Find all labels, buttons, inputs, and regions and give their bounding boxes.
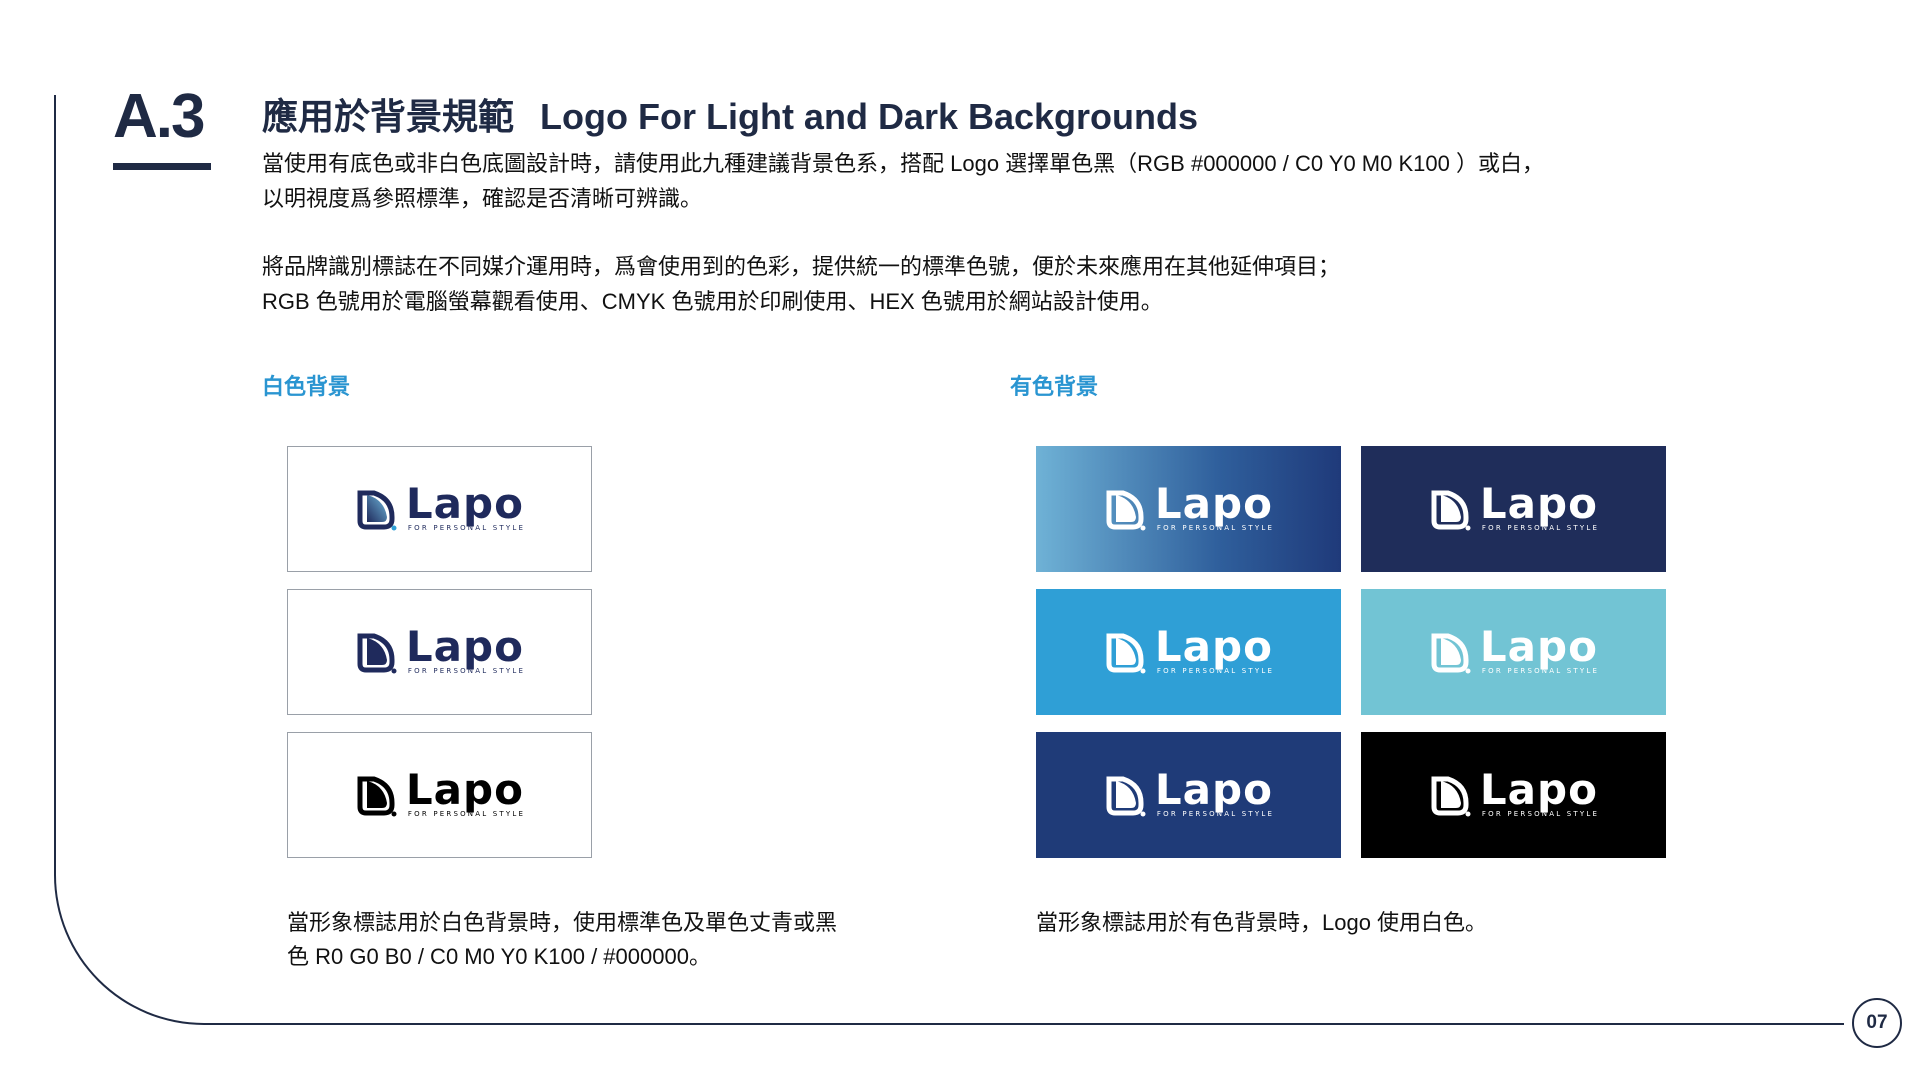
lapo-mark-icon	[1431, 490, 1471, 531]
lapo-logo: Lapo FOR PERSONAL STYLE	[1428, 622, 1600, 675]
intro-paragraph-2: 將品牌識別標誌在不同媒介運用時，爲會使用到的色彩，提供統一的標準色號，便於未來應…	[262, 249, 1340, 319]
lapo-wordmark: Lapo	[405, 622, 524, 671]
lapo-logo: Lapo FOR PERSONAL STYLE	[1103, 765, 1275, 818]
white-background-caption: 當形象標誌用於白色背景時，使用標準色及單色丈青或黑 色 R0 G0 B0 / C…	[287, 906, 887, 974]
color-card-gradient: Lapo FOR PERSONAL STYLE	[1036, 446, 1341, 572]
lapo-logo: Lapo FOR PERSONAL STYLE	[354, 765, 526, 818]
white-card-standard: Lapo FOR PERSONAL STYLE	[287, 446, 592, 572]
lapo-wordmark: Lapo	[1154, 765, 1273, 814]
white-card-black: Lapo FOR PERSONAL STYLE	[287, 732, 592, 858]
color-background-heading: 有色背景	[1010, 374, 1099, 399]
intro-paragraph-1-line-2: 以明視度爲參照標準，確認是否清晰可辨識。	[262, 186, 703, 211]
lapo-tagline: FOR PERSONAL STYLE	[407, 810, 526, 818]
section-number-underline	[113, 163, 211, 170]
lapo-logo: Lapo FOR PERSONAL STYLE	[1103, 622, 1275, 675]
white-caption-line-2: 色 R0 G0 B0 / C0 M0 Y0 K100 / #000000。	[287, 944, 711, 969]
lapo-mark-icon	[1431, 776, 1471, 817]
lapo-mark-icon	[357, 776, 397, 817]
intro-paragraph-2-line-2: RGB 色號用於電腦螢幕觀看使用、CMYK 色號用於印刷使用、HEX 色號用於網…	[262, 289, 1163, 314]
lapo-tagline: FOR PERSONAL STYLE	[1156, 667, 1275, 675]
color-card-dark-navy: Lapo FOR PERSONAL STYLE	[1361, 446, 1666, 572]
lapo-wordmark: Lapo	[1479, 622, 1598, 671]
section-number: A.3	[113, 82, 205, 151]
white-caption-line-1: 當形象標誌用於白色背景時，使用標準色及單色丈青或黑	[287, 910, 838, 935]
intro-paragraph-1-line-1: 當使用有底色或非白色底圖設計時，請使用此九種建議背景色系，搭配 Logo 選擇單…	[262, 151, 1544, 176]
lapo-mark-icon	[1106, 490, 1146, 531]
lapo-logo: Lapo FOR PERSONAL STYLE	[354, 622, 526, 675]
lapo-tagline: FOR PERSONAL STYLE	[1156, 524, 1275, 532]
lapo-logo: Lapo FOR PERSONAL STYLE	[1428, 479, 1600, 532]
lapo-logo: Lapo FOR PERSONAL STYLE	[1428, 765, 1600, 818]
color-card-royal-navy: Lapo FOR PERSONAL STYLE	[1036, 732, 1341, 858]
section-title-zh: 應用於背景規範	[262, 96, 515, 137]
lapo-wordmark: Lapo	[1479, 765, 1598, 814]
lapo-logo: Lapo FOR PERSONAL STYLE	[354, 479, 526, 532]
lapo-mark-icon	[1431, 633, 1471, 674]
lapo-tagline: FOR PERSONAL STYLE	[1156, 810, 1275, 818]
lapo-mark-icon	[1106, 776, 1146, 817]
lapo-tagline: FOR PERSONAL STYLE	[407, 524, 526, 532]
color-background-caption: 當形象標誌用於有色背景時，Logo 使用白色。	[1036, 910, 1488, 935]
lapo-mark-icon	[357, 490, 397, 531]
lapo-mark-icon	[1106, 633, 1146, 674]
lapo-wordmark: Lapo	[1479, 479, 1598, 528]
lapo-mark-icon	[357, 633, 397, 674]
color-card-black: Lapo FOR PERSONAL STYLE	[1361, 732, 1666, 858]
lapo-wordmark: Lapo	[1154, 479, 1273, 528]
intro-paragraph-1: 當使用有底色或非白色底圖設計時，請使用此九種建議背景色系，搭配 Logo 選擇單…	[262, 146, 1544, 216]
lapo-logo: Lapo FOR PERSONAL STYLE	[1103, 479, 1275, 532]
lapo-tagline: FOR PERSONAL STYLE	[1481, 667, 1600, 675]
page-number: 07	[1852, 998, 1902, 1048]
lapo-wordmark: Lapo	[405, 479, 524, 528]
color-card-sky-blue: Lapo FOR PERSONAL STYLE	[1036, 589, 1341, 715]
lapo-tagline: FOR PERSONAL STYLE	[1481, 524, 1600, 532]
lapo-wordmark: Lapo	[1154, 622, 1273, 671]
section-title-en: Logo For Light and Dark Backgrounds	[540, 96, 1199, 137]
lapo-tagline: FOR PERSONAL STYLE	[407, 667, 526, 675]
white-background-heading: 白色背景	[262, 374, 351, 399]
lapo-wordmark: Lapo	[405, 765, 524, 814]
intro-paragraph-2-line-1: 將品牌識別標誌在不同媒介運用時，爲會使用到的色彩，提供統一的標準色號，便於未來應…	[262, 254, 1341, 279]
color-card-light-teal: Lapo FOR PERSONAL STYLE	[1361, 589, 1666, 715]
white-card-navy: Lapo FOR PERSONAL STYLE	[287, 589, 592, 715]
page-frame	[54, 95, 1844, 1025]
section-title: 應用於背景規範 Logo For Light and Dark Backgroun…	[262, 88, 1198, 140]
lapo-tagline: FOR PERSONAL STYLE	[1481, 810, 1600, 818]
